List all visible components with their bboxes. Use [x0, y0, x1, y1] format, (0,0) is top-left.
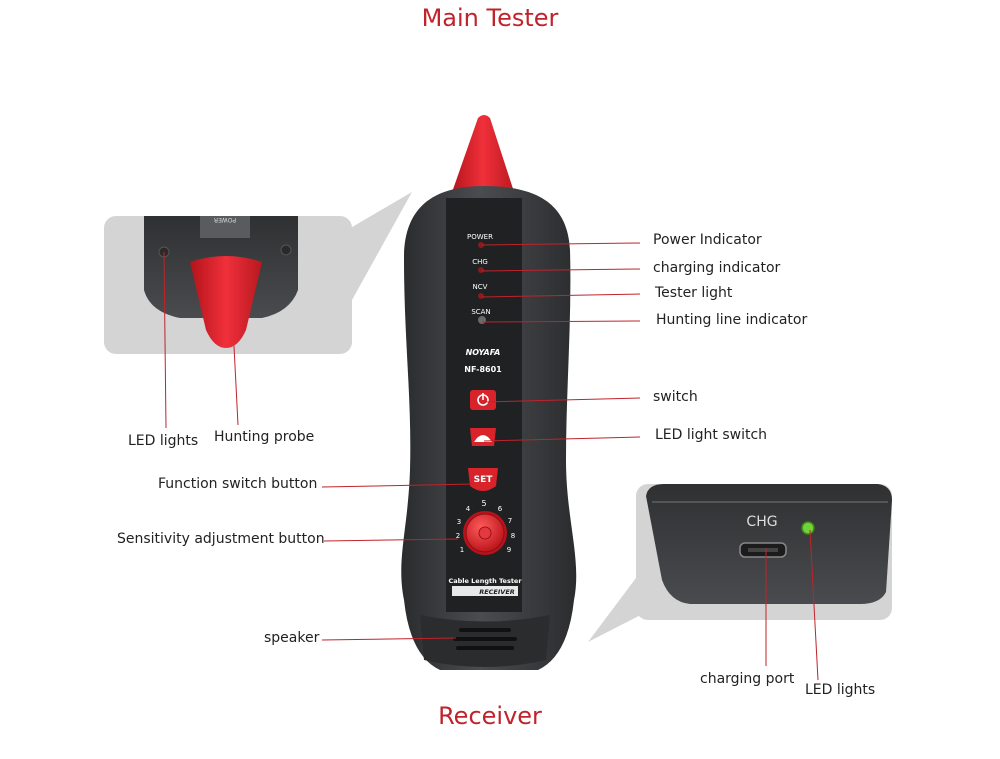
- dial-number-7: 7: [508, 517, 512, 525]
- receiver-probe-tip: [450, 115, 516, 198]
- power-led: [478, 242, 484, 248]
- left-inset-led-right: [280, 244, 292, 256]
- panel-label-ncv: NCV: [473, 283, 488, 291]
- footer-receiver: RECEIVER: [479, 588, 515, 596]
- dial-number-9: 9: [507, 546, 511, 554]
- callout-function-switch: Function switch button: [158, 476, 318, 492]
- callout-charging-port: charging port: [700, 671, 795, 687]
- brand-logo: NOYAFA: [466, 348, 501, 357]
- footer-cable-length: Cable Length Tester: [448, 577, 522, 585]
- callout-charging-indicator: charging indicator: [653, 260, 781, 276]
- dial-number-8: 8: [511, 532, 515, 540]
- dial-number-6: 6: [498, 505, 503, 513]
- callout-tester-light: Tester light: [655, 285, 733, 301]
- callout-power-indicator: Power Indicator: [653, 232, 762, 248]
- right-inset-led: [801, 521, 815, 535]
- callout-lines: [163, 242, 819, 681]
- right-inset: CHG: [588, 484, 892, 642]
- callout-led-lights-left: LED lights: [128, 433, 199, 449]
- receiver-device: POWER CHG NCV SCAN NOYAFA NF-8601 SET 1 …: [401, 115, 577, 670]
- set-button-label: SET: [474, 475, 494, 485]
- callout-sensitivity-adjust: Sensitivity adjustment button: [117, 531, 325, 547]
- callout-speaker: speaker: [264, 630, 320, 646]
- scan-led: [478, 316, 486, 324]
- speaker-slot: [456, 646, 514, 650]
- set-button: [468, 468, 498, 491]
- panel-label-scan: SCAN: [471, 308, 490, 316]
- model-number: NF-8601: [464, 365, 502, 374]
- callout-hunting-line-indicator: Hunting line indicator: [656, 312, 808, 328]
- callout-led-light-switch: LED light switch: [655, 427, 768, 443]
- callout-hunting-probe: Hunting probe: [214, 429, 315, 445]
- panel-label-power: POWER: [467, 233, 493, 241]
- left-inset: POWER: [104, 192, 412, 354]
- inset-chg-text: CHG: [746, 514, 777, 530]
- dial-number-5: 5: [481, 499, 486, 508]
- callout-led-lights-right: LED lights: [805, 682, 876, 698]
- dial-number-2: 2: [456, 532, 460, 540]
- sensitivity-dial: [463, 511, 507, 555]
- left-inset-probe: [190, 256, 262, 348]
- callout-switch: switch: [653, 389, 698, 405]
- dial-number-3: 3: [457, 518, 461, 526]
- panel-label-chg: CHG: [472, 258, 488, 266]
- ncv-led: [478, 293, 484, 299]
- main-tester-title: Main Tester: [421, 4, 559, 32]
- chg-led: [478, 267, 484, 273]
- dial-number-1: 1: [460, 546, 464, 554]
- receiver-title: Receiver: [438, 702, 542, 730]
- dial-number-4: 4: [466, 505, 471, 513]
- speaker-slot: [453, 637, 517, 641]
- speaker-slot: [459, 628, 511, 632]
- inset-power-text: POWER: [214, 216, 236, 223]
